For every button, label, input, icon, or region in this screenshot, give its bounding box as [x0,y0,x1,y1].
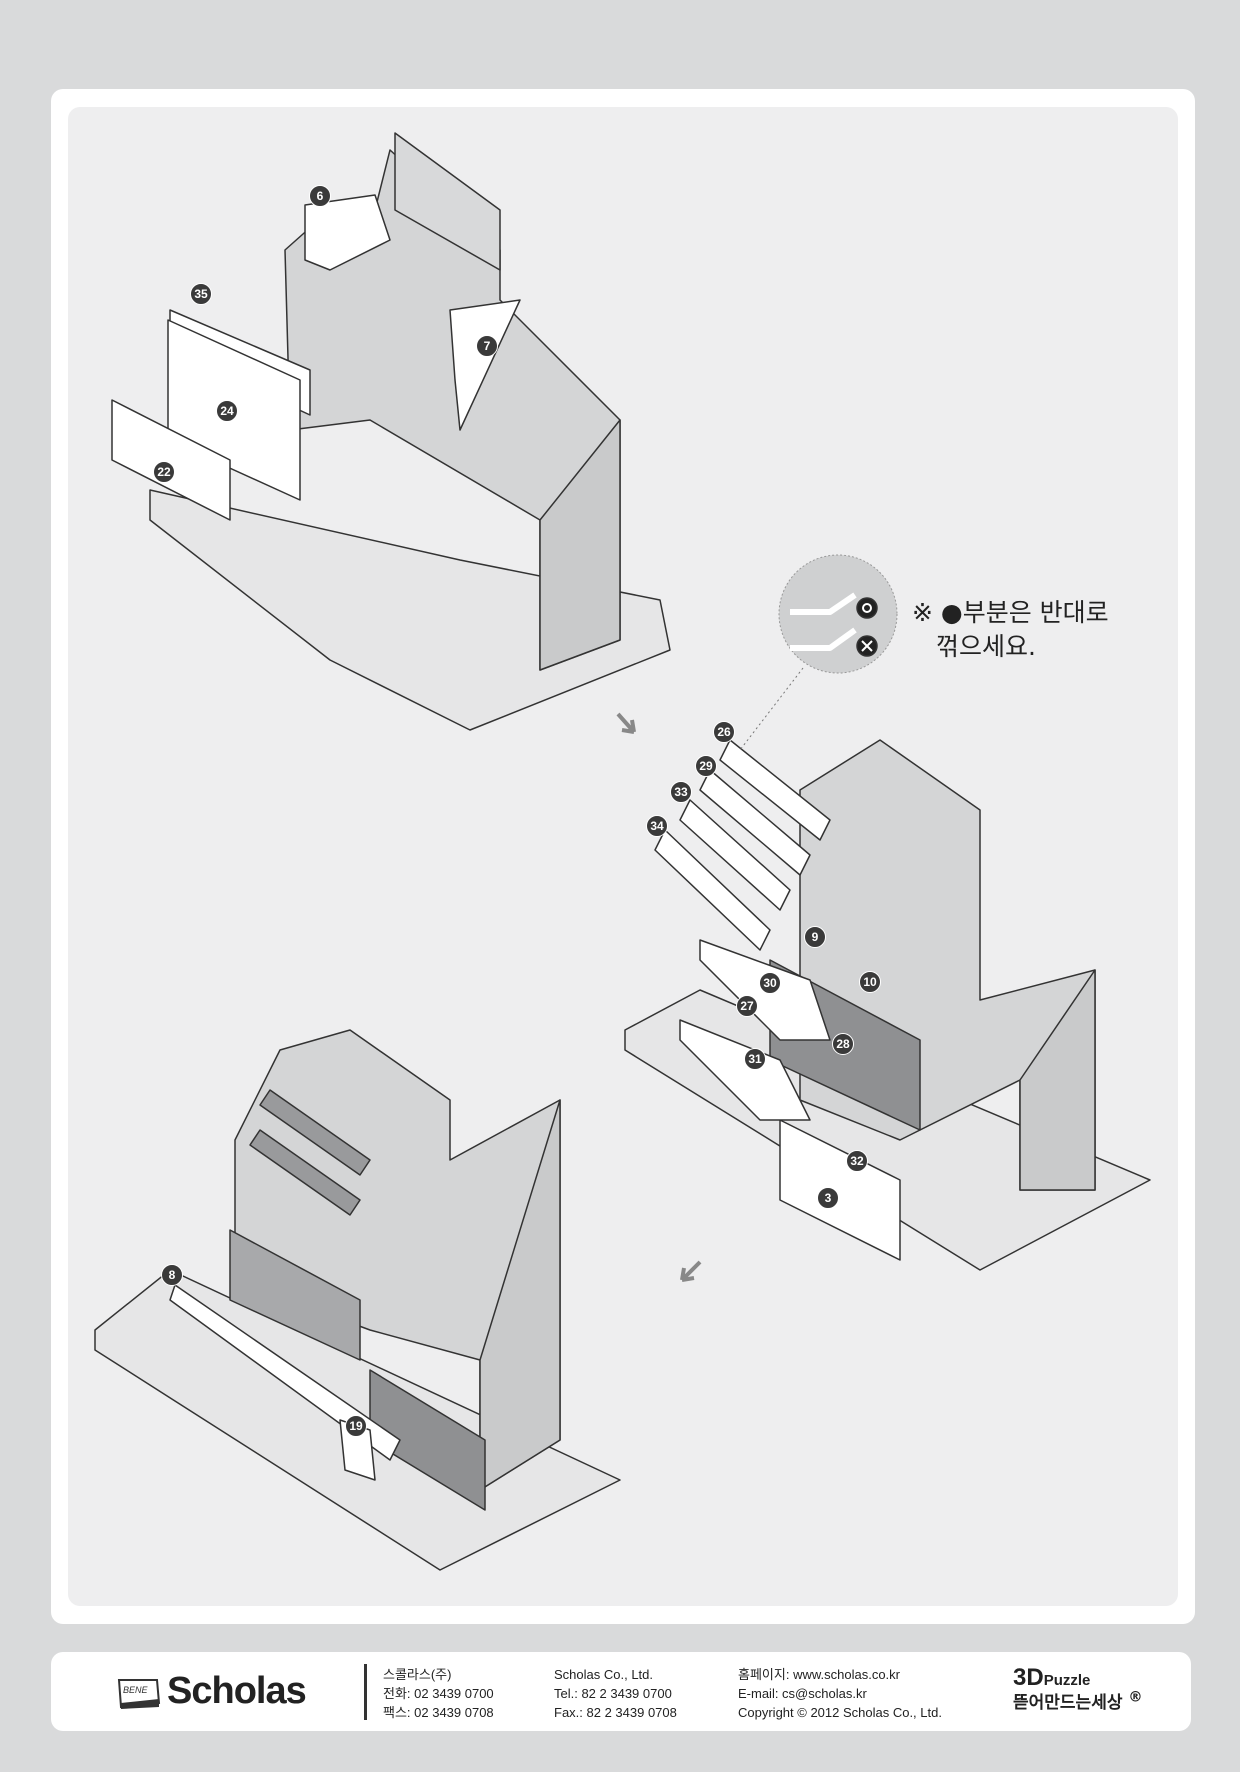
part-number-badge: 3 [817,1187,839,1209]
part-number-badge: 29 [695,755,717,777]
fax-en: Fax.: 82 2 3439 0708 [554,1705,677,1720]
note-line-2: 꺾으세요. [936,632,1036,661]
part-number-badge: 35 [190,283,212,305]
part-number-badge: 30 [759,972,781,994]
step1-assembly [111,132,671,731]
korean-contact: 스콜라스(주) 전화: 02 3439 0700 팩스: 02 3439 070… [383,1665,494,1722]
company-kr: 스콜라스(주) [383,1667,452,1682]
brand-puzzle: Puzzle [1043,1672,1091,1689]
fold-instruction-note: ※ ●부분은 반대로 꺾으세요. [912,596,1109,664]
logo-mark-icon: BENE [117,1677,161,1709]
footer: BENE Scholas 스콜라스(주) 전화: 02 3439 0700 팩스… [51,1652,1191,1731]
homepage-link[interactable]: 홈페이지: www.scholas.co.kr [738,1667,900,1682]
company-en: Scholas Co., Ltd. [554,1667,653,1682]
part-number-badge: 24 [216,400,238,422]
registered-mark: ® [1128,1689,1143,1706]
copyright: Copyright © 2012 Scholas Co., Ltd. [738,1705,942,1720]
step3-assembly [94,1029,621,1571]
part-number-badge: 8 [161,1264,183,1286]
arrow-icon [616,712,636,734]
brand-korean: 뜯어만드는세상 [1013,1693,1123,1713]
scholas-logo: BENE Scholas [117,1670,307,1713]
part-number-badge: 10 [859,971,881,993]
logo-text: Scholas [167,1670,307,1712]
arrow-icon [680,1260,702,1282]
part-number-badge: 34 [646,815,668,837]
email-link[interactable]: E-mail: cs@scholas.kr [738,1686,867,1701]
divider [364,1664,367,1720]
part-number-badge: 6 [309,185,331,207]
web-contact: 홈페이지: www.scholas.co.kr E-mail: cs@schol… [738,1665,942,1722]
step2-assembly [624,554,1151,1271]
english-contact: Scholas Co., Ltd. Tel.: 82 2 3439 0700 F… [554,1665,677,1722]
brand-3d: 3D [1013,1664,1044,1691]
tel-en: Tel.: 82 2 3439 0700 [554,1686,672,1701]
part-number-badge: 9 [804,926,826,948]
part-number-badge: 28 [832,1033,854,1055]
note-line-1: ※ ●부분은 반대로 [912,598,1109,627]
3d-puzzle-brand-logo: 3DPuzzle 뜯어만드는세상 ® [1013,1664,1143,1713]
tel-kr: 전화: 02 3439 0700 [383,1686,494,1701]
part-number-badge: 32 [846,1150,868,1172]
part-number-badge: 26 [713,721,735,743]
part-number-badge: 27 [736,995,758,1017]
fax-kr: 팩스: 02 3439 0708 [383,1705,494,1720]
part-number-badge: 31 [744,1048,766,1070]
part-number-badge: 33 [670,781,692,803]
part-number-badge: 19 [345,1415,367,1437]
logo-small-text: BENE [123,1684,148,1695]
part-number-badge: 22 [153,461,175,483]
part-number-badge: 7 [476,335,498,357]
